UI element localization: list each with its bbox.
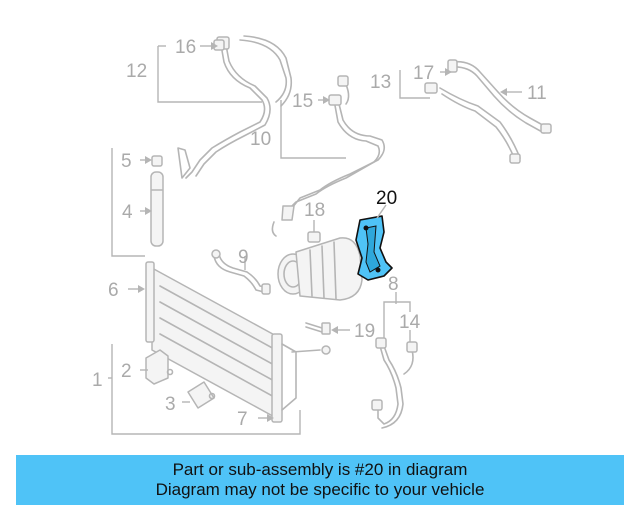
- callout-labels: 1 2 3 4 5 6 7 8 9 10 11 12 13 14 15 16 1…: [92, 37, 547, 430]
- callout-1[interactable]: 1: [92, 370, 103, 391]
- leader-lines: [108, 42, 522, 435]
- ac-line-11[interactable]: [439, 60, 552, 164]
- callout-7[interactable]: 7: [237, 409, 248, 430]
- callout-11[interactable]: 11: [527, 83, 547, 104]
- info-banner: Part or sub-assembly is #20 in diagram D…: [16, 455, 624, 505]
- fitting-14[interactable]: [406, 341, 418, 353]
- parts-diagram: 1 2 3 4 5 6 7 8 9 10 11 12 13 14 15 16 1…: [92, 35, 552, 435]
- callout-20[interactable]: 20: [376, 188, 397, 209]
- callout-13[interactable]: 13: [370, 72, 391, 93]
- fitting-15[interactable]: [328, 94, 342, 106]
- plug-5[interactable]: [151, 155, 163, 167]
- callout-10[interactable]: 10: [250, 129, 271, 150]
- banner-line-part: Part or sub-assembly is #20 in diagram: [172, 460, 468, 479]
- callout-12[interactable]: 12: [126, 61, 147, 82]
- compressor-18[interactable]: [277, 231, 363, 301]
- callout-17[interactable]: 17: [413, 63, 434, 84]
- ac-line-8[interactable]: [371, 337, 414, 429]
- callout-4[interactable]: 4: [122, 202, 133, 223]
- ac-line-10[interactable]: [271, 75, 386, 237]
- callout-6[interactable]: 6: [108, 280, 119, 301]
- callout-8[interactable]: 8: [388, 274, 399, 295]
- bracket-2[interactable]: [145, 349, 174, 385]
- callout-9[interactable]: 9: [238, 247, 249, 268]
- callout-5[interactable]: 5: [121, 151, 132, 172]
- compressor-bracket-20[interactable]: [355, 215, 393, 281]
- callout-3[interactable]: 3: [165, 394, 176, 415]
- banner-line-disclaimer: Diagram may not be specific to your vehi…: [155, 480, 485, 499]
- callout-15[interactable]: 15: [292, 91, 313, 112]
- fitting-17[interactable]: [424, 59, 458, 94]
- callout-14[interactable]: 14: [399, 312, 421, 333]
- receiver-drier-4[interactable]: [150, 171, 164, 247]
- bracket-3[interactable]: [187, 381, 216, 409]
- callout-18[interactable]: 18: [304, 200, 325, 221]
- callout-19[interactable]: 19: [354, 321, 375, 342]
- condenser-assembly[interactable]: [145, 261, 331, 423]
- bolt-19[interactable]: [305, 322, 331, 335]
- callout-16[interactable]: 16: [175, 37, 196, 58]
- hose-9[interactable]: [211, 249, 271, 295]
- callout-2[interactable]: 2: [121, 361, 132, 382]
